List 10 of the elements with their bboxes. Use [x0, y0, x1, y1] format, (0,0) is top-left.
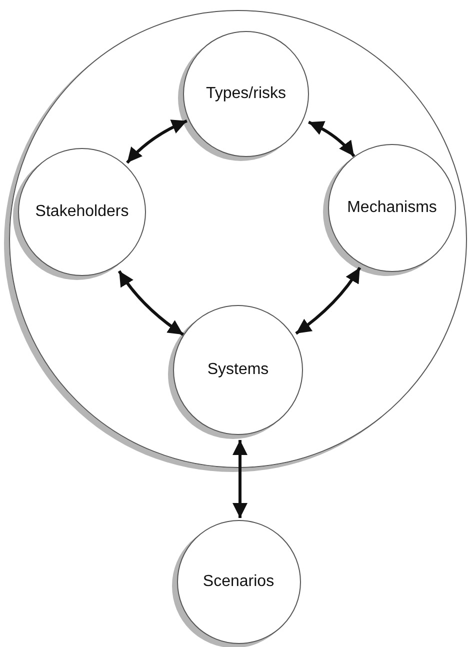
double-arrow	[295, 266, 362, 335]
double-arrow	[232, 440, 248, 518]
node-label: Mechanisms	[347, 199, 437, 217]
node-label: Systems	[207, 361, 269, 379]
double-arrow	[308, 120, 356, 158]
double-arrow	[118, 270, 184, 336]
node-label: Stakeholders	[35, 203, 129, 221]
double-arrow	[126, 120, 188, 164]
node-label: Types/risks	[206, 85, 286, 103]
node-label: Scenarios	[202, 572, 274, 590]
